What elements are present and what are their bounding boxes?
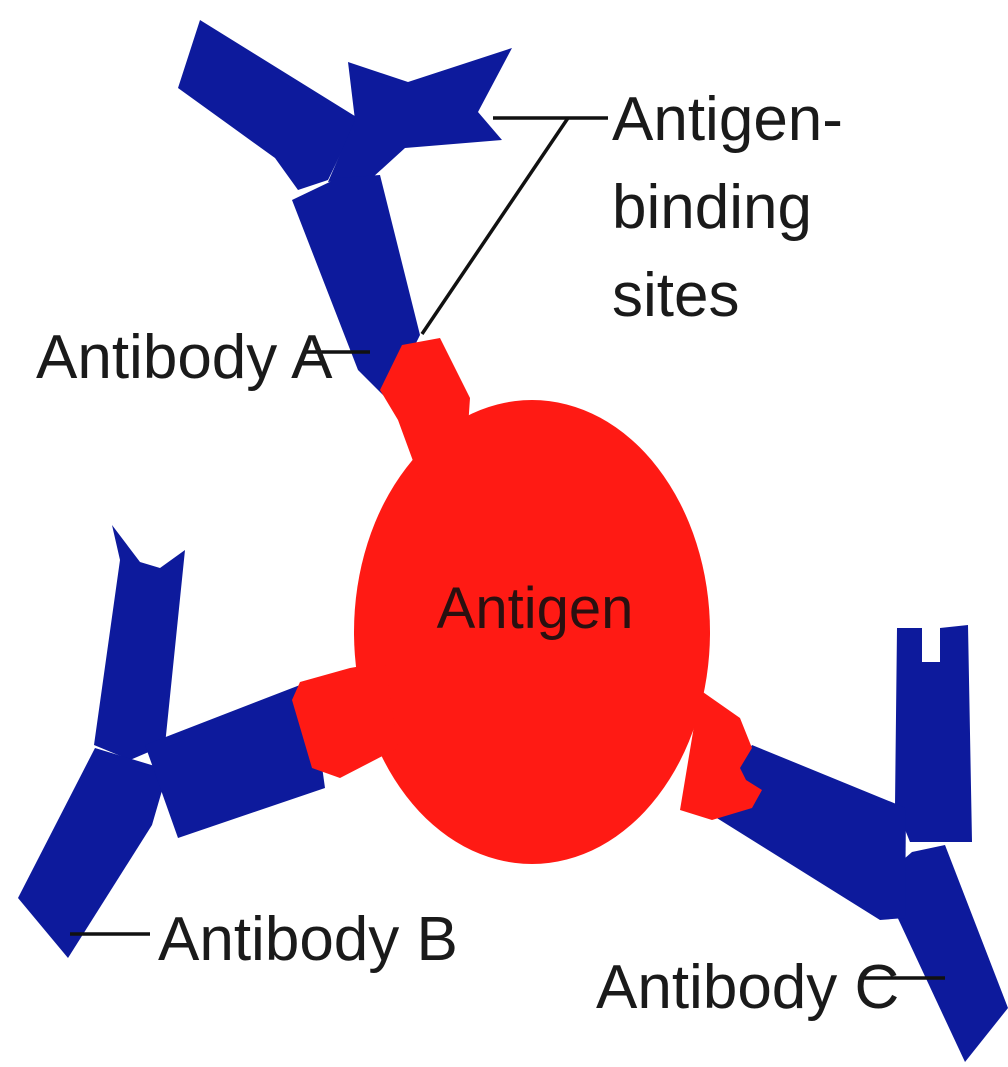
label-binding-sites-line2: binding <box>612 173 812 242</box>
antibody-a-left-arm <box>178 20 358 190</box>
label-antibody-c: Antibody C <box>596 953 899 1022</box>
label-antibody-a: Antibody A <box>36 323 333 392</box>
label-antigen: Antigen <box>437 576 634 641</box>
antibody-b <box>18 525 325 958</box>
antibody-a-right-arm <box>328 48 512 182</box>
antibody-c-upper-arm <box>895 625 972 842</box>
antibody-b-lower-arm <box>18 748 168 958</box>
label-antibody-b: Antibody B <box>158 905 458 974</box>
antibody-b-upper-arm <box>94 525 185 760</box>
leader-binding-site-diagonal <box>422 118 568 334</box>
label-binding-sites-line1: Antigen- <box>612 85 843 154</box>
label-binding-sites-line3: sites <box>612 261 739 330</box>
